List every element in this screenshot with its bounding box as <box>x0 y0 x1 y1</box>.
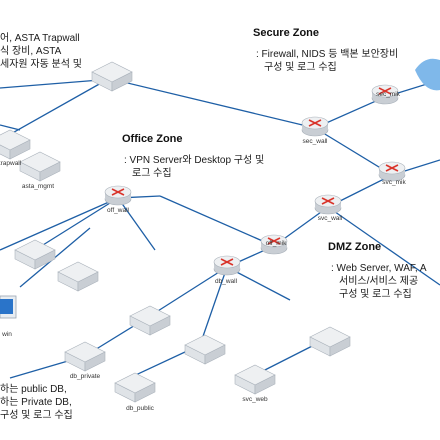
office-desc-line: 로그 수집 <box>132 168 172 179</box>
node-label-db-private: db_private <box>69 373 101 380</box>
db-private-server-icon <box>64 341 106 372</box>
dmz-desc-line: : Web Server, WAF, A <box>331 263 427 274</box>
secure-zone-desc: : Firewall, NIDS 등 백본 보안장비 구성 및 로그 수집 <box>256 48 398 74</box>
db-wall-router-icon <box>213 255 241 276</box>
node-label-svc-wall: svc_wall <box>317 215 343 222</box>
node-label-svc-mik: svc_mik <box>382 179 406 186</box>
network-links <box>0 77 440 381</box>
db-zone-desc: 하는 public DB, 하는 Private DB, 구성 및 로그 수집 <box>0 383 73 422</box>
office-server-icon <box>14 239 56 270</box>
node-label-off-wall: off_wall <box>107 207 129 214</box>
node-label-db-public: db_public <box>126 405 154 412</box>
secure-desc-line: : Firewall, NIDS 등 백본 보안장비 <box>256 49 399 60</box>
mgmt-zone-desc: 어, ASTA Trapwall 식 장비, ASTA 세자원 자동 분석 및 <box>0 32 82 71</box>
db-desc-line: 하는 Private DB, <box>0 397 72 408</box>
mgmt-desc-line: 세자원 자동 분석 및 <box>0 59 82 70</box>
node-label-sec-mik: sec_mik <box>376 91 400 98</box>
office-zone-title: Office Zone <box>122 133 183 145</box>
office-zone-desc: : VPN Server와 Desktop 구성 및 로그 수집 <box>124 154 264 180</box>
dmz-zone-desc: : Web Server, WAF, A 서비스/서비스 제공 구성 및 로그 … <box>331 262 427 301</box>
sec-wall-router-icon <box>301 116 329 137</box>
secure-zone-title: Secure Zone <box>253 27 320 39</box>
dmz-desc-line: 서비스/서비스 제공 <box>339 276 419 287</box>
off-wall-router-icon <box>104 185 132 206</box>
db-desc-line: 하는 public DB, <box>0 384 67 395</box>
internet-cloud-icon <box>415 58 440 91</box>
mgmt-server-icon <box>91 61 133 92</box>
desktop-icon <box>0 295 17 319</box>
dmz-server-icon <box>309 326 351 357</box>
off-mik-router-icon <box>260 234 288 255</box>
db-server-b-icon <box>184 334 226 365</box>
node-label-asta-mgmt: asta_mgmt <box>21 183 55 190</box>
asta-mgmt-server-icon <box>19 151 61 182</box>
db-desc-line: 구성 및 로그 수집 <box>0 410 73 421</box>
node-label-svc-web: svc_web <box>242 396 268 403</box>
node-label-sec-wall: sec_wall <box>302 138 328 145</box>
svc-mik-router-icon <box>378 161 406 182</box>
secure-desc-line: 구성 및 로그 수집 <box>264 62 337 73</box>
office-desktop-server-icon <box>57 261 99 292</box>
db-public-server-icon <box>114 372 156 403</box>
node-label-off-mik: off_mik <box>265 240 287 247</box>
trapwall-server-icon <box>0 129 31 160</box>
node-label-trapwall: trapwall <box>0 160 22 167</box>
node-label-win: win <box>2 331 12 338</box>
node-label-db-wall: db_wall <box>214 278 238 285</box>
sec-mik-router-icon <box>371 84 399 105</box>
mgmt-desc-line: 식 장비, ASTA <box>0 46 62 57</box>
dmz-desc-line: 구성 및 로그 수집 <box>339 289 412 300</box>
svc-web-server-icon <box>234 364 276 395</box>
svc-wall-router-icon <box>314 194 342 215</box>
mgmt-desc-line: 어, ASTA Trapwall <box>0 33 80 44</box>
db-server-a-icon <box>129 305 171 336</box>
office-desc-line: : VPN Server와 Desktop 구성 및 <box>124 155 265 166</box>
dmz-zone-title: DMZ Zone <box>328 241 382 253</box>
